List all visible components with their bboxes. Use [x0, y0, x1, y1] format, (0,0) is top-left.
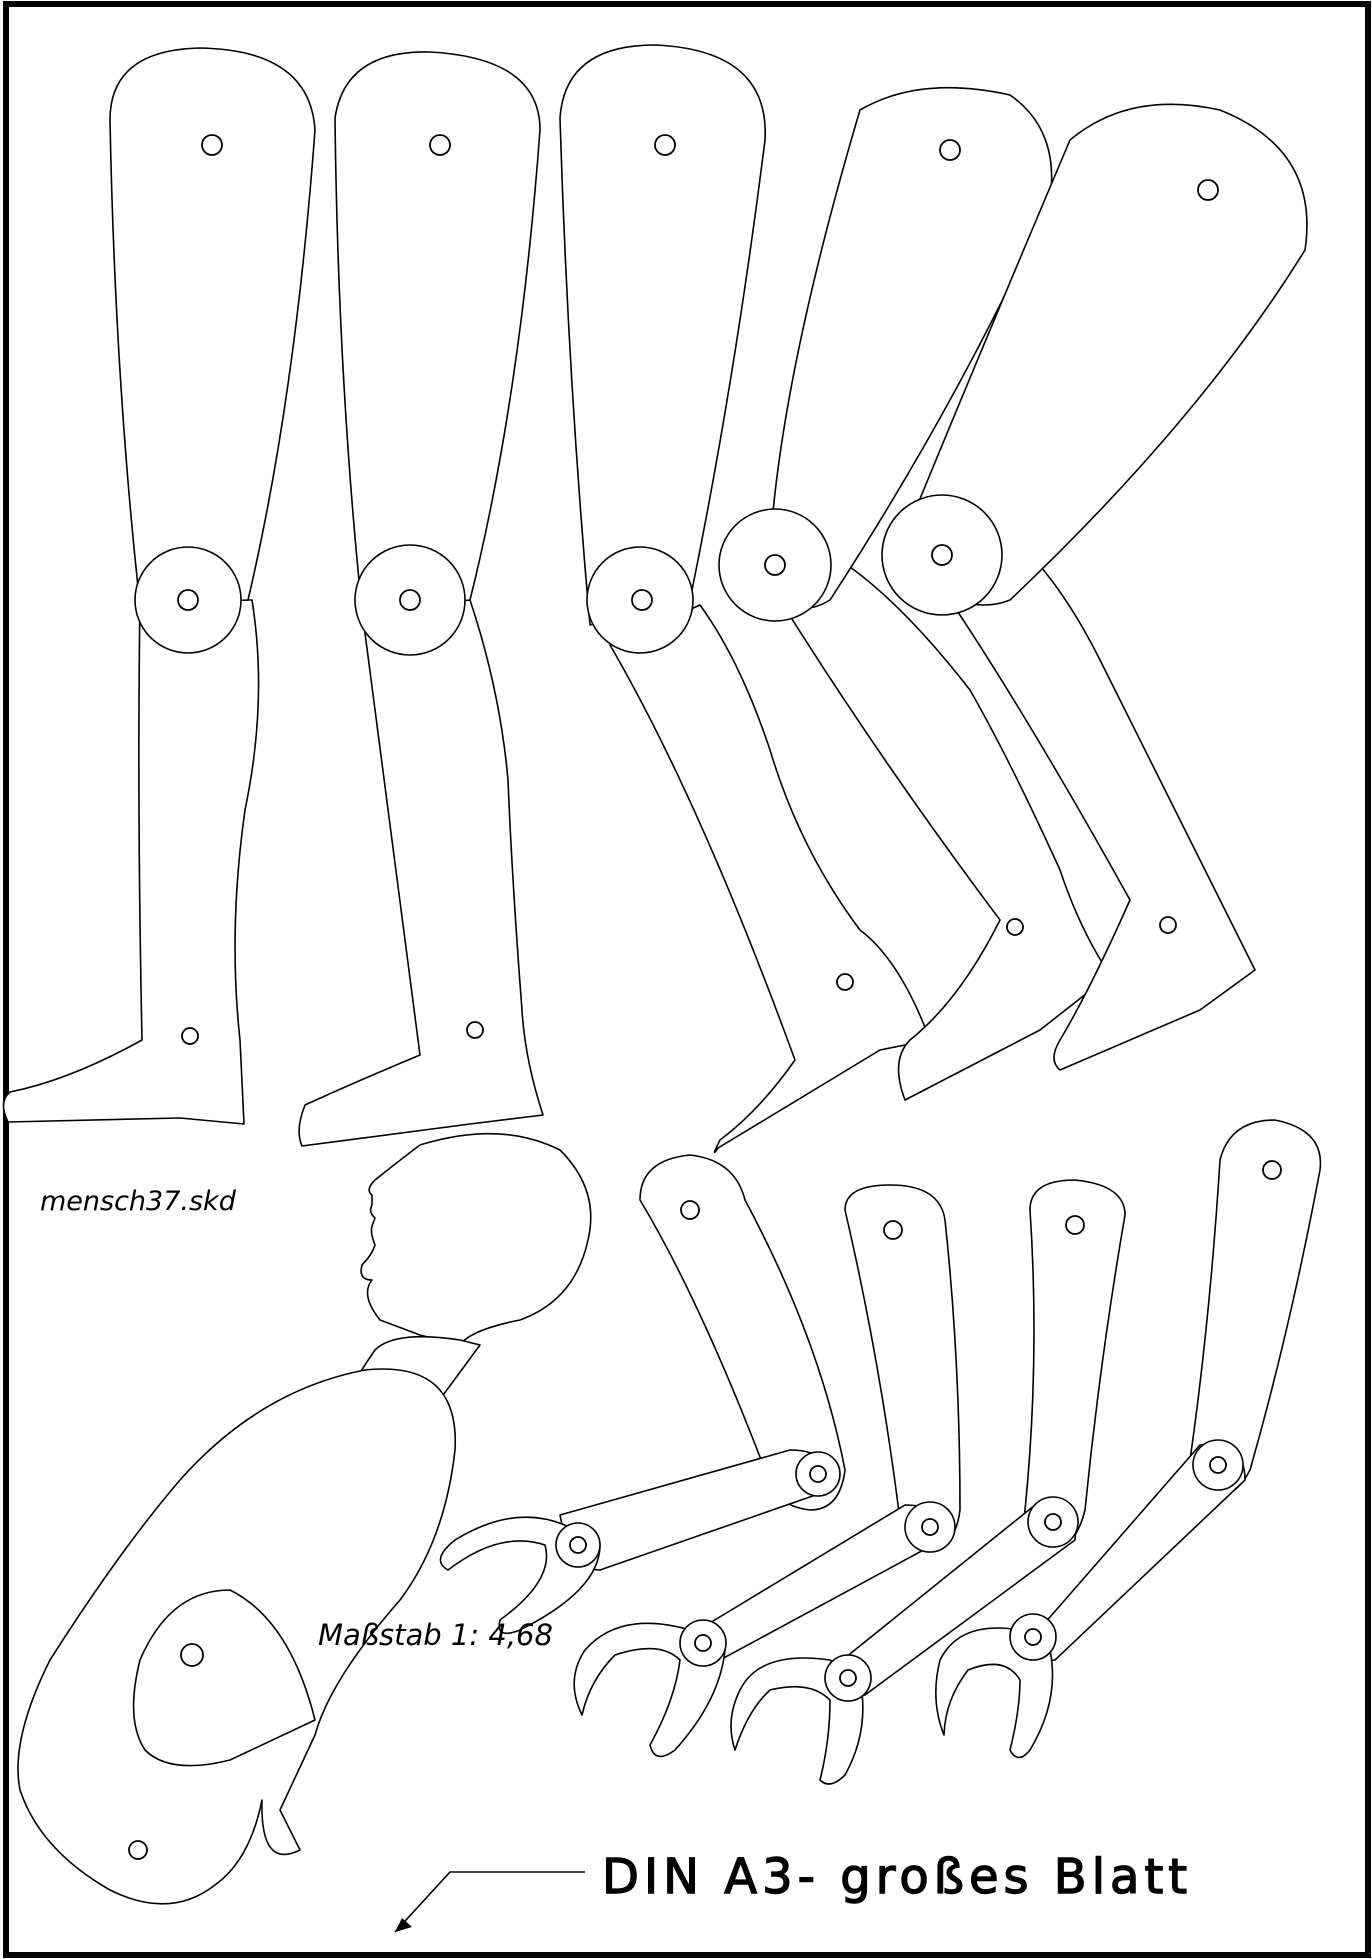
leg-1-ankle-hole: [181, 1027, 199, 1045]
arm-2-elbow-hole: [921, 1518, 939, 1536]
leg-1-lower: [2, 599, 260, 1125]
arm-4-hand: [935, 1627, 1054, 1759]
leg-part-3: [559, 44, 931, 1154]
arm-1-upper: [639, 1154, 846, 1511]
arm-3-wrist-hole: [839, 1669, 857, 1687]
leg-4-ankle-hole: [1006, 918, 1024, 936]
leg-4-lower: [779, 559, 1111, 1101]
leg-2-hip-hole: [429, 134, 451, 156]
arm-1-wrist-hole: [569, 1536, 587, 1554]
arm-3-elbow-hole: [1044, 1513, 1062, 1531]
arm-1-shoulder-hole: [680, 1200, 700, 1220]
leg-3-ankle-hole: [836, 973, 854, 991]
leg-5-ankle-hole: [1159, 916, 1177, 934]
leg-1-knee-hole: [177, 589, 199, 611]
arm-4-elbow-hole: [1209, 1456, 1227, 1474]
scale-label: Maßstab 1: 4,68: [318, 1618, 553, 1652]
leg-2-knee-hole: [399, 589, 421, 611]
leg-3-knee-hole: [631, 589, 653, 611]
arm-part-4: [935, 1119, 1322, 1759]
torso-part: [17, 1368, 456, 1905]
arm-3-upper: [1023, 1179, 1126, 1551]
arm-part-1: [439, 1154, 846, 1635]
arm-1-forearm: [559, 1449, 832, 1571]
leg-5-hip-hole: [1197, 179, 1219, 201]
leg-1-upper: [109, 47, 316, 606]
leg-4-upper: [769, 86, 1053, 609]
leg-3-hip-hole: [654, 134, 676, 156]
leg-5-lower: [949, 519, 1256, 1071]
leg-2-upper: [334, 51, 541, 611]
leg-5-upper: [894, 103, 1308, 606]
leg-4-hip-hole: [939, 139, 961, 161]
head-outline: [360, 1132, 592, 1346]
torso-bottom-hole: [128, 1840, 148, 1860]
leg-5-knee-hole: [931, 544, 953, 566]
arm-part-2: [573, 1184, 961, 1758]
arm-2-shoulder-hole: [883, 1220, 903, 1240]
leg-part-2: [298, 51, 544, 1147]
torso-hip-hole: [180, 1643, 204, 1667]
arm-4-upper: [1188, 1119, 1322, 1497]
arm-2-wrist-hole: [694, 1634, 712, 1652]
arm-4-shoulder-hole: [1262, 1160, 1282, 1180]
arm-3-shoulder-hole: [1065, 1215, 1085, 1235]
leg-4-knee-hole: [764, 554, 786, 576]
arm-1-elbow-hole: [809, 1465, 827, 1483]
leg-1-hip-hole: [201, 134, 223, 156]
paper-size-leader: [394, 1871, 585, 1933]
leg-2-lower: [298, 599, 544, 1147]
leg-part-1: [2, 47, 316, 1125]
arm-4-wrist-hole: [1024, 1628, 1042, 1646]
leg-3-lower: [609, 604, 931, 1154]
torso-hip-disc: [132, 1589, 316, 1767]
leg-part-5: [881, 103, 1308, 1071]
leg-2-ankle-hole: [466, 1021, 484, 1039]
leg-part-4: [718, 86, 1111, 1101]
arm-part-3: [730, 1179, 1126, 1785]
arm-2-upper: [844, 1184, 961, 1551]
sheet-frame: [3, 1, 1371, 1958]
filename-label: mensch37.skd: [40, 1186, 237, 1217]
leg-3-upper: [559, 44, 766, 626]
paper-size-label: DIN A3- großes Blatt: [602, 1849, 1192, 1905]
